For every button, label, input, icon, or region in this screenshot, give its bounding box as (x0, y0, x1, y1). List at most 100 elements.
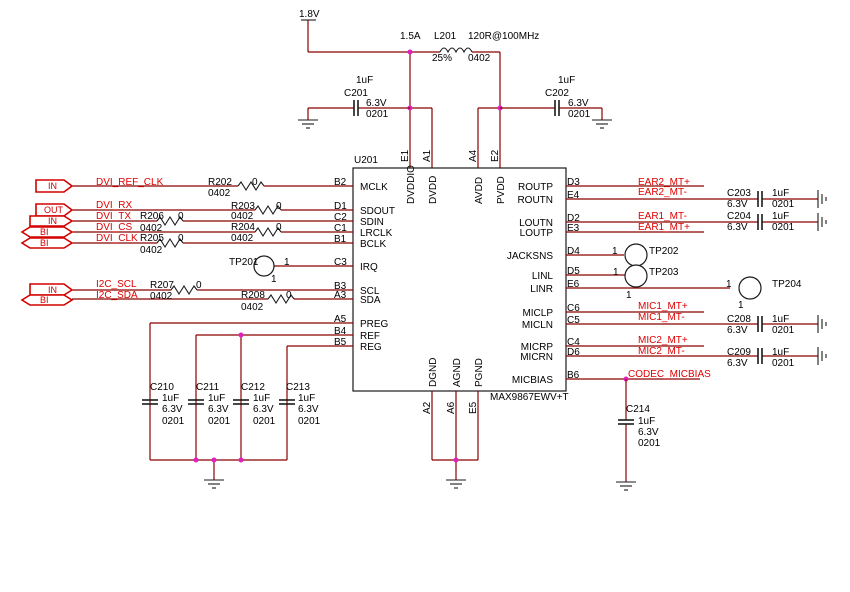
r204-ref: R204 (231, 222, 255, 233)
pin-num-b4: B4 (334, 326, 347, 337)
c202-ref: C202 (545, 88, 569, 99)
c213-pkg: 0201 (298, 416, 321, 427)
r208-val: 0 (286, 290, 292, 301)
pin-name-preg: PREG (360, 319, 389, 330)
ground-icon (817, 347, 827, 365)
tp203-pin-b: 1 (626, 290, 632, 301)
pin-name-reg: REG (360, 342, 382, 353)
ground-icon (817, 190, 827, 208)
tp203-pin: 1 (613, 267, 619, 278)
pin-num-e2: E2 (490, 149, 501, 162)
pin-name-loutn: LOUTN (519, 218, 553, 229)
r204-pkg: 0402 (231, 233, 254, 244)
pin-num-d4: D4 (567, 246, 580, 257)
r204-val: 0 (276, 222, 282, 233)
c201-pkg: 0201 (366, 109, 389, 120)
pin-name-pgnd: PGND (474, 358, 485, 387)
net-dvi-rx: DVI_RX (96, 200, 132, 211)
port-dvi-clk[interactable]: BI (20, 237, 74, 249)
c210-pkg: 0201 (162, 416, 185, 427)
port-dvi-tx[interactable]: IN (29, 215, 74, 227)
net-mic2-n: MIC2_MT- (638, 346, 685, 357)
net-ear2-n: EAR2_MT- (638, 187, 687, 198)
pin-name-micbias: MICBIAS (512, 375, 553, 386)
pin-name-mclk: MCLK (360, 182, 388, 193)
c204-ref: C204 (727, 211, 751, 222)
c209-val: 1uF (772, 347, 789, 358)
pin-num-d3: D3 (567, 177, 580, 188)
c210-volt: 6.3V (162, 404, 183, 415)
c204-val: 1uF (772, 211, 789, 222)
c214-ref: C214 (626, 404, 650, 415)
pin-name-dvddio: DVDDIO (406, 165, 417, 204)
pin-name-routp: ROUTP (518, 182, 553, 193)
testpoint-tp203[interactable]: TP203 1 1 (613, 264, 679, 301)
c210-ref: C210 (150, 382, 174, 393)
pin-name-agnd: AGND (452, 358, 463, 387)
c209-volt: 6.3V (727, 358, 748, 369)
port-label: BI (40, 238, 49, 248)
r208-ref: R208 (241, 290, 265, 301)
pin-num-e3: E3 (567, 223, 580, 234)
pin-name-routn: ROUTN (517, 195, 553, 206)
r202-pkg: 0402 (208, 188, 231, 199)
pin-name-pvdd: PVDD (496, 176, 507, 204)
pin-name-miclp: MICLP (522, 308, 553, 319)
pin-name-micrn: MICRN (520, 352, 553, 363)
capacitor-c210: C210 1uF 6.3V 0201 (142, 382, 185, 427)
pin-name-dgnd: DGND (428, 358, 439, 387)
testpoint-tp201[interactable]: TP201 1 1 (229, 255, 290, 285)
tp201-pin: 1 (284, 257, 290, 268)
pin-num-d6: D6 (567, 347, 580, 358)
port-dvi-rx[interactable]: OUT (35, 203, 74, 217)
c202-volt: 6.3V (568, 98, 589, 109)
port-i2c-sda[interactable]: BI (20, 294, 74, 306)
r205-pkg: 0402 (140, 245, 163, 256)
r203-pkg: 0402 (231, 211, 254, 222)
ic-left-pins: MCLKB2SDOUTD1SDINC2LRCLKC1BCLKB1IRQC3SCL… (334, 177, 395, 353)
tp204-pin: 1 (726, 279, 732, 290)
port-label: IN (48, 216, 57, 226)
ground-icon (592, 119, 612, 129)
net-dvi-cs: DVI_CS (96, 222, 132, 233)
ferrite-tol: 25% (432, 53, 452, 64)
pin-name-loutp: LOUTP (520, 228, 554, 239)
ic-u201: U201 MAX9867EWV+T DVDDIOE1DVDDA1AVDDA4PV… (334, 149, 580, 414)
net-i2c-scl: I2C_SCL (96, 279, 137, 290)
ground-icon (817, 213, 827, 231)
port-dvi-ref-clk[interactable]: IN (35, 179, 74, 193)
net-ear1-p: EAR1_MT+ (638, 222, 690, 233)
testpoint-tp204[interactable]: TP204 1 1 (726, 276, 802, 311)
ground-icon (204, 479, 224, 489)
pin-num-d1: D1 (334, 201, 347, 212)
ground-icon (298, 119, 318, 129)
pin-num-d2: D2 (567, 213, 580, 224)
port-i2c-scl[interactable]: IN (29, 283, 74, 296)
c210-val: 1uF (162, 393, 179, 404)
c202-value: 1uF (558, 75, 575, 86)
net-ear1-n: EAR1_MT- (638, 211, 687, 222)
c208-volt: 6.3V (727, 325, 748, 336)
tp204-pin-b: 1 (738, 300, 744, 311)
pin-num-b1: B1 (334, 234, 347, 245)
port-dvi-cs[interactable]: BI (20, 226, 74, 238)
pin-num-a1: A1 (422, 149, 433, 162)
net-ear2-p: EAR2_MT+ (638, 177, 690, 188)
r207-val: 0 (196, 280, 202, 291)
c212-pkg: 0201 (253, 416, 276, 427)
r207-pkg: 0402 (150, 291, 173, 302)
pin-num-a3: A3 (334, 290, 347, 301)
right-net-labels: EAR2_MT+ EAR2_MT- EAR1_MT- EAR1_MT+ MIC1… (628, 177, 711, 380)
c209-pkg: 0201 (772, 358, 795, 369)
r203-val: 0 (276, 201, 282, 212)
tp204-ref: TP204 (772, 279, 802, 290)
pin-num-a2: A2 (422, 401, 433, 414)
c211-val: 1uF (208, 393, 225, 404)
pin-num-b6: B6 (567, 370, 580, 381)
c203-pkg: 0201 (772, 199, 795, 210)
c212-volt: 6.3V (253, 404, 274, 415)
pin-name-micln: MICLN (522, 320, 553, 331)
